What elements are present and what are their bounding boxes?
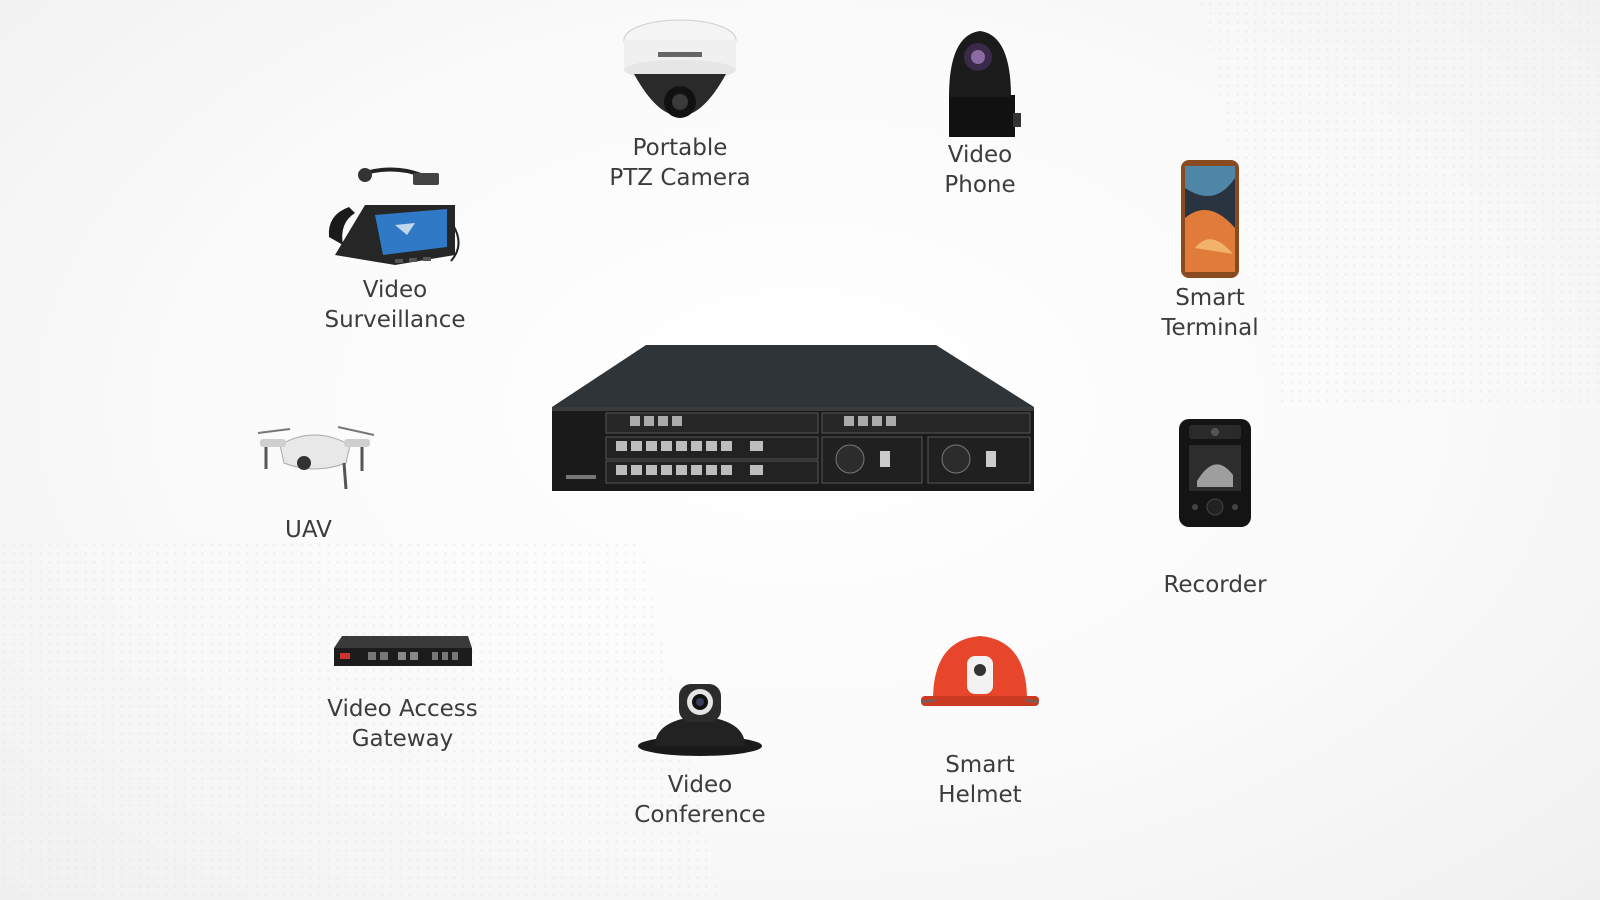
gateway-box-icon (333, 636, 472, 666)
device-label-line1: Smart (1175, 285, 1245, 311)
smartphone-icon (1181, 160, 1239, 278)
device-label-line1: Video (667, 772, 733, 798)
helmet-icon (920, 636, 1040, 706)
device-smart-helmet: Smart Helmet (900, 630, 1060, 810)
device-label-line1: Video (362, 277, 428, 303)
drone-icon (257, 426, 375, 490)
device-video-surveillance: Video Surveillance (305, 165, 485, 335)
device-label-line1: UAV (285, 517, 332, 543)
device-video-phone: Video Phone (905, 25, 1055, 200)
device-label-line2: PTZ Camera (609, 165, 751, 191)
desk-video-phone-icon (328, 167, 460, 265)
dome-camera-icon (623, 19, 737, 118)
device-label-line1: Video (947, 142, 1013, 168)
central-server-device (550, 345, 1050, 505)
body-recorder-icon (1179, 419, 1251, 527)
ptz-camera-icon (949, 31, 1021, 137)
device-recorder: Recorder (1130, 415, 1300, 600)
device-label-line2: Helmet (938, 782, 1022, 808)
device-label-line2: Phone (944, 172, 1016, 198)
device-smart-terminal: Smart Terminal (1120, 158, 1300, 343)
device-label-line1: Recorder (1163, 572, 1267, 598)
device-portable-ptz-camera: Portable PTZ Camera (585, 18, 775, 193)
device-label-line2: Conference (634, 802, 766, 828)
device-label-line2: Gateway (351, 726, 454, 752)
device-label-line2: Surveillance (324, 307, 466, 333)
conference-camera-icon (638, 684, 762, 756)
device-label-line1: Video Access (327, 696, 478, 722)
device-label-line2: Terminal (1161, 315, 1259, 341)
device-uav: UAV (245, 415, 385, 545)
device-video-access-gateway: Video Access Gateway (310, 630, 495, 754)
device-label-line1: Portable (632, 135, 728, 161)
device-label-line1: Smart (945, 752, 1015, 778)
device-video-conference: Video Conference (620, 680, 780, 830)
server-chassis-icon (552, 345, 1034, 491)
